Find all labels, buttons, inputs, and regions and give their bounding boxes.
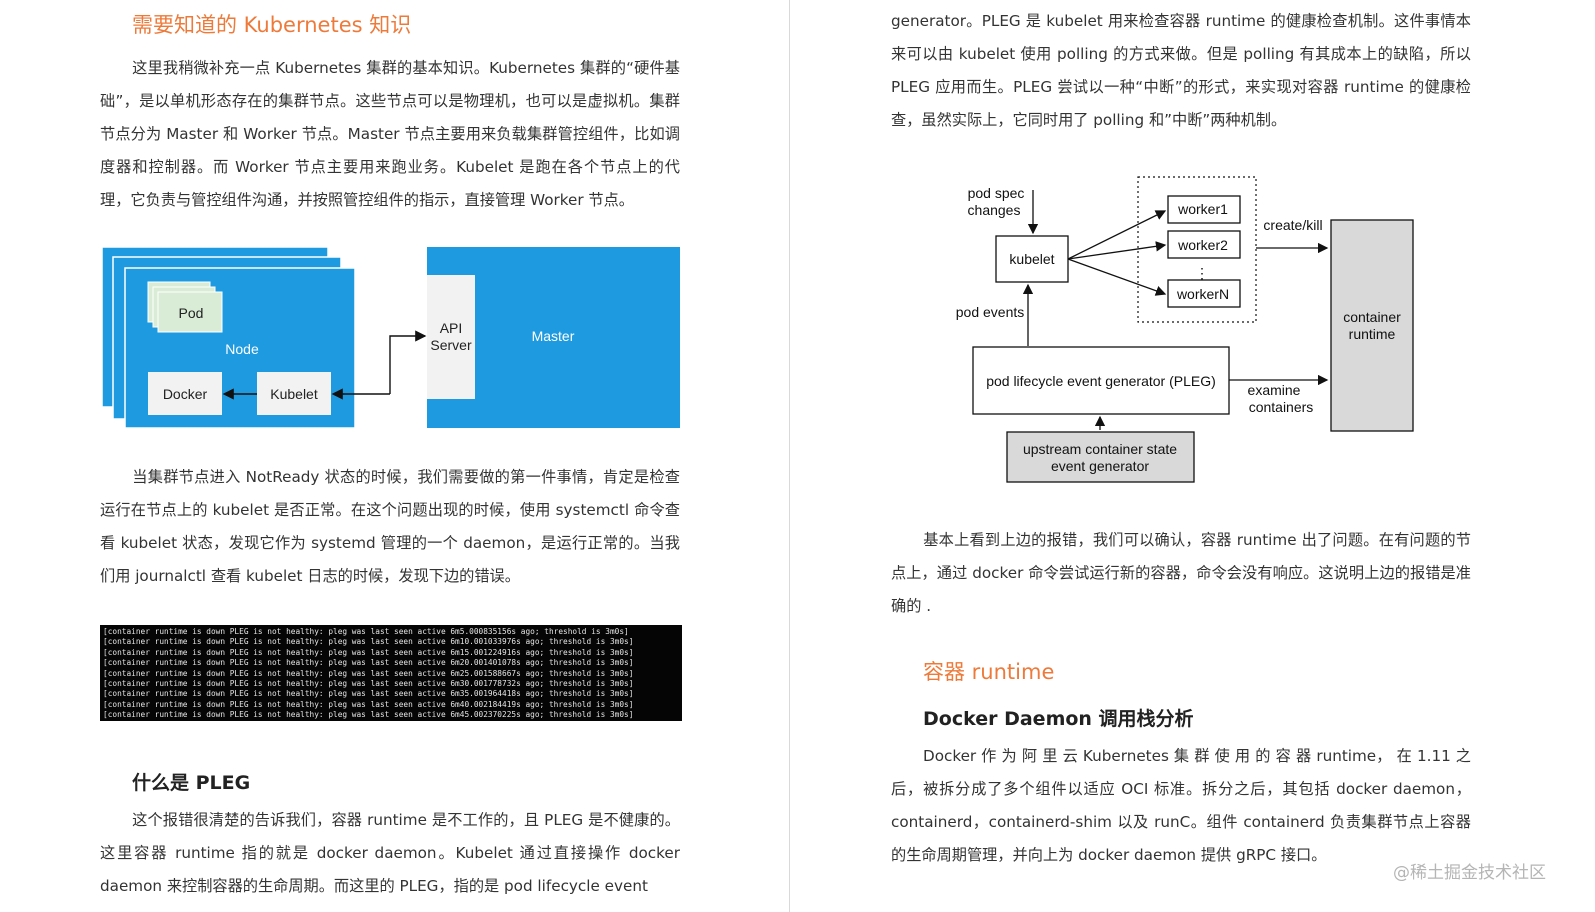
paragraph-kubernetes-basics: 这里我稍微补充一点 Kubernetes 集群的基本知识。Kubernetes … [100, 59, 680, 209]
upstream-generator-box [1006, 431, 1195, 483]
log-line: [container runtime is down PLEG is not h… [103, 710, 634, 720]
create-kill-label: create/kill [1263, 217, 1322, 233]
kubelet-box [995, 235, 1069, 283]
examine-label-2: containers [1249, 399, 1314, 415]
node-label: Node [225, 341, 259, 357]
upstream-label-2: event generator [1051, 458, 1149, 474]
examine-label-1: examine [1248, 382, 1301, 398]
pod-events-label: pod events [956, 304, 1025, 320]
api-server-label-2: Server [430, 337, 472, 353]
api-server-label-1: API [440, 320, 463, 336]
pod-spec-label-1: pod spec [968, 185, 1025, 201]
pod-box [157, 291, 223, 333]
paragraph-runtime-confirmed: 基本上看到上边的报错，我们可以确认，容器 runtime 出了问题。在有问题的节… [891, 531, 1471, 615]
pleg-label: pod lifecycle event generator (PLEG) [986, 373, 1216, 389]
watermark: @稀土掘金技术社区 [1393, 863, 1546, 883]
section-heading-pleg: 什么是 PLEG [132, 772, 251, 794]
api-server-box [427, 275, 475, 399]
container-runtime-label-2: runtime [1349, 326, 1396, 342]
log-line: [container runtime is down PLEG is not h… [103, 699, 634, 709]
page-divider [789, 0, 790, 912]
pod-spec-label-2: changes [968, 202, 1021, 218]
paragraph-docker-components: Docker 作 为 阿 里 云 Kubernetes 集 群 使 用 的 容 … [891, 747, 1471, 864]
log-line: [container runtime is down PLEG is not h… [103, 678, 634, 688]
pleg-diagram: pod spec changes kubelet worker1 worker2… [956, 176, 1414, 483]
pleg-box [972, 346, 1230, 415]
workerN-label: workerN [1176, 286, 1229, 302]
section-heading-container-runtime: 容器 runtime [923, 660, 1055, 684]
pod-label: Pod [179, 305, 204, 321]
kubelet-box [257, 372, 331, 415]
paragraph-notready: 当集群节点进入 NotReady 状态的时候，我们需要做的第一件事情，肯定是检查… [100, 468, 680, 585]
left-page: 需要知道的 Kubernetes 知识 这里我稍微补充一点 Kubernetes… [0, 0, 790, 912]
kubelet-log-output: [container runtime is down PLEG is not h… [100, 625, 682, 721]
log-line: [container runtime is down PLEG is not h… [103, 637, 634, 647]
right-page: generator。PLEG 是 kubelet 用来检查容器 runtime … [791, 0, 1595, 912]
paragraph-pleg-intro: 这个报错很清楚的告诉我们，容器 runtime 是不工作的，且 PLEG 是不健… [100, 811, 680, 895]
docker-box [148, 372, 222, 415]
worker-ellipsis: ⋮ [1195, 265, 1209, 281]
log-line: [container runtime is down PLEG is not h… [103, 689, 634, 699]
upstream-label-1: upstream container state [1023, 441, 1177, 457]
worker1-box [1167, 195, 1241, 224]
workerN-box [1167, 279, 1241, 308]
log-line: [container runtime is down PLEG is not h… [103, 647, 634, 657]
workers-group [1137, 176, 1257, 323]
worker2-label: worker2 [1177, 237, 1228, 253]
section-heading-kubernetes: 需要知道的 Kubernetes 知识 [132, 13, 412, 37]
worker2-box [1167, 230, 1241, 259]
kubelet-label: Kubelet [270, 386, 318, 402]
master-label: Master [532, 328, 575, 344]
container-runtime-box [1330, 219, 1414, 432]
kubelet-label: kubelet [1009, 251, 1054, 267]
docker-label: Docker [163, 386, 208, 402]
subheading-docker-daemon: Docker Daemon 调用栈分析 [923, 708, 1194, 730]
paragraph-pleg-explained: generator。PLEG 是 kubelet 用来检查容器 runtime … [891, 12, 1471, 129]
architecture-diagram: Pod Node Docker Kubelet API Server Maste… [101, 246, 680, 429]
log-line: [container runtime is down PLEG is not h… [103, 668, 634, 678]
worker1-label: worker1 [1177, 201, 1228, 217]
log-line: [container runtime is down PLEG is not h… [103, 627, 629, 636]
container-runtime-label-1: container [1343, 309, 1401, 325]
log-line: [container runtime is down PLEG is not h… [103, 658, 634, 668]
